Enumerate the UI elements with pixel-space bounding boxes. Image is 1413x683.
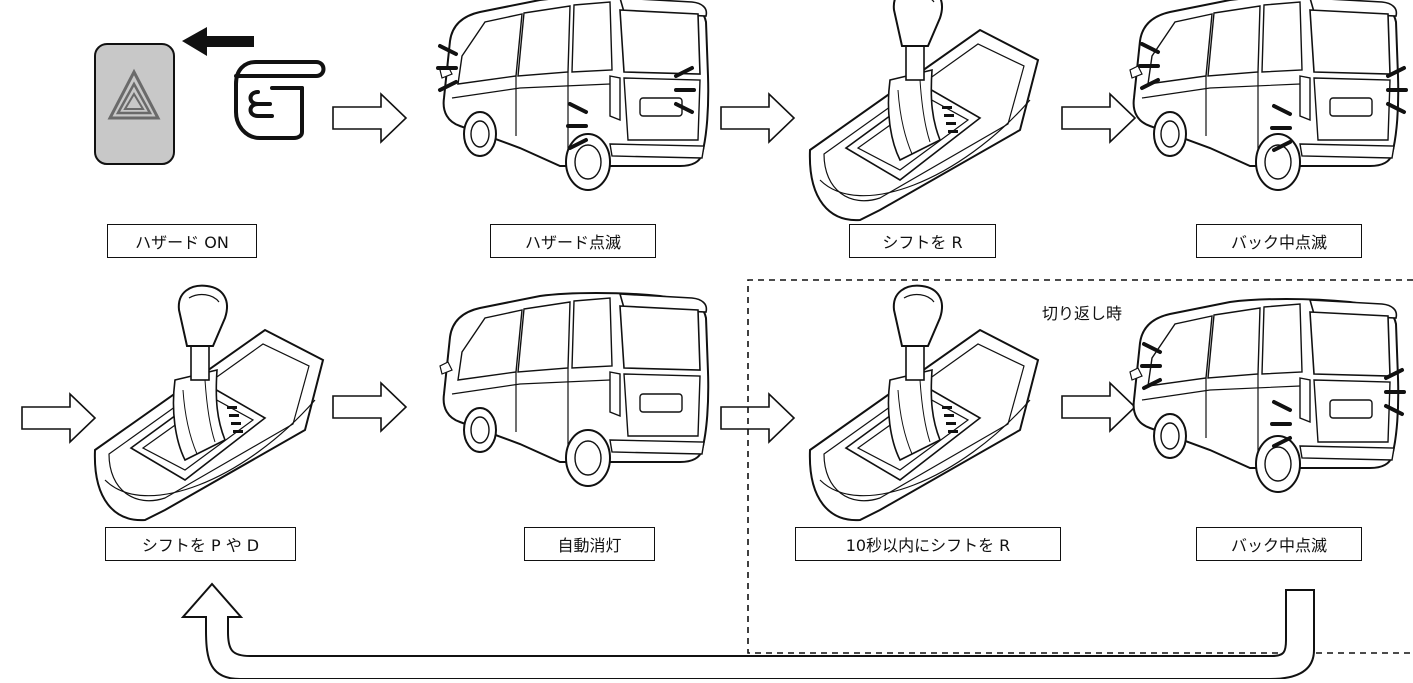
hazard-button-icon bbox=[94, 43, 175, 165]
left-arrow-icon bbox=[182, 27, 254, 56]
turnaround-group-border bbox=[747, 279, 1413, 654]
flow-arrow-4 bbox=[21, 393, 96, 443]
step-label-shift-p-or-d: シフトを P や D bbox=[105, 527, 296, 561]
flow-arrow-7 bbox=[1061, 382, 1136, 432]
shift-lever-icon bbox=[93, 284, 325, 522]
step-label-shift-r: シフトを R bbox=[849, 224, 996, 258]
flow-arrow-2 bbox=[720, 93, 795, 143]
step-label-back-blink-2: バック中点滅 bbox=[1196, 527, 1362, 561]
flow-arrow-6 bbox=[720, 393, 795, 443]
step-label-back-blink-1: バック中点滅 bbox=[1196, 224, 1362, 258]
step-label-hazard-blink: ハザード点滅 bbox=[490, 224, 656, 258]
minivan-icon bbox=[439, 292, 710, 487]
minivan-icon bbox=[1129, 0, 1400, 191]
return-loop-arrow-icon bbox=[180, 582, 1315, 680]
minivan-icon bbox=[1129, 298, 1400, 493]
flow-arrow-3 bbox=[1061, 93, 1136, 143]
minivan-icon bbox=[439, 0, 710, 191]
shift-lever-icon bbox=[808, 0, 1039, 222]
turnaround-group-title: 切り返し時 bbox=[1042, 304, 1123, 323]
flow-arrow-1 bbox=[332, 93, 407, 143]
step-label-hazard-on: ハザード ON bbox=[107, 224, 257, 258]
step-label-shift-r-within-10s: 10秒以内にシフトを R bbox=[795, 527, 1061, 561]
step-label-auto-off: 自動消灯 bbox=[524, 527, 655, 561]
pointing-hand-icon bbox=[234, 60, 326, 140]
shift-lever-icon bbox=[808, 284, 1039, 522]
flow-arrow-5 bbox=[332, 382, 407, 432]
